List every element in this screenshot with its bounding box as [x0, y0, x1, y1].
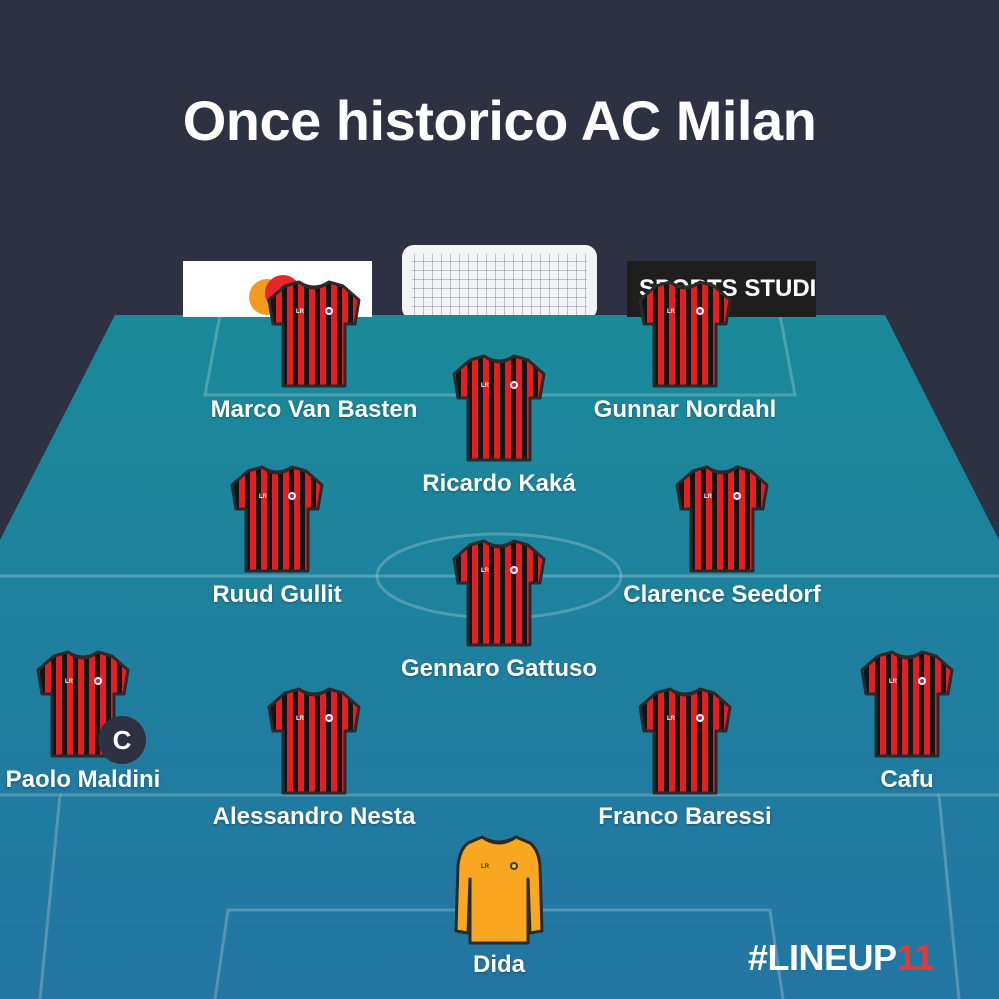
player-name: Franco Baressi	[598, 803, 772, 830]
svg-text:LR: LR	[481, 383, 490, 389]
player-name: Gunnar Nordahl	[593, 396, 777, 423]
player-midfielder-left[interactable]: LR Ruud Gullit	[167, 461, 387, 611]
player-midfielder-center[interactable]: LR Gennaro Gattuso	[389, 535, 609, 685]
svg-text:LR: LR	[667, 309, 676, 315]
player-forward-left[interactable]: LR Marco Van Basten	[204, 276, 424, 426]
svg-text:LR: LR	[889, 679, 898, 685]
hashtag-number: 11	[896, 937, 935, 978]
player-defender-center-left[interactable]: LR Alessandro Nesta	[204, 683, 424, 833]
captain-badge: C	[98, 716, 146, 764]
shirt-icon: LR	[452, 539, 546, 647]
player-defender-right[interactable]: LR Cafu	[797, 646, 999, 796]
svg-text:LR: LR	[667, 716, 676, 722]
svg-text:LR: LR	[259, 494, 268, 500]
svg-text:LR: LR	[481, 568, 490, 574]
player-defender-center-right[interactable]: LR Franco Baressi	[575, 683, 795, 833]
svg-text:LR: LR	[296, 716, 305, 722]
player-name: Cafu	[880, 766, 934, 793]
page-title: Once historico AC Milan	[182, 89, 817, 152]
player-attacking-midfielder[interactable]: LR Ricardo Kaká	[389, 350, 609, 500]
shirt-icon: LR	[675, 465, 769, 573]
player-name: Clarence Seedorf	[623, 581, 821, 608]
goal-net	[402, 245, 597, 320]
player-name: Gennaro Gattuso	[400, 655, 598, 682]
player-goalkeeper[interactable]: LR Dida	[389, 831, 609, 981]
svg-text:LR: LR	[704, 494, 713, 500]
player-name: Marco Van Basten	[210, 396, 418, 423]
shirt-icon: LR	[860, 650, 954, 758]
shirt-icon: LR	[452, 354, 546, 462]
player-forward-right[interactable]: LR Gunnar Nordahl	[575, 276, 795, 426]
hashtag-text: #LINEUP	[748, 937, 897, 978]
shirt-icon: LR	[230, 465, 324, 573]
player-name: Alessandro Nesta	[212, 803, 416, 830]
player-name: Dida	[472, 951, 525, 978]
shirt-icon: LR	[267, 280, 361, 388]
player-midfielder-right[interactable]: LR Clarence Seedorf	[612, 461, 832, 611]
goalkeeper-shirt-icon: LR	[454, 835, 544, 945]
player-name: Paolo Maldini	[5, 766, 161, 793]
player-defender-left[interactable]: LR C Paolo Maldini	[0, 646, 193, 796]
shirt-icon: LR	[638, 687, 732, 795]
player-name: Ricardo Kaká	[422, 470, 576, 497]
svg-text:LR: LR	[481, 864, 490, 870]
player-name: Ruud Gullit	[212, 581, 342, 608]
svg-text:LR: LR	[65, 679, 74, 685]
svg-text:LR: LR	[296, 309, 305, 315]
lineup11-logo: #LINEUP11	[748, 937, 934, 979]
shirt-icon: LR	[638, 280, 732, 388]
shirt-icon: LR	[267, 687, 361, 795]
